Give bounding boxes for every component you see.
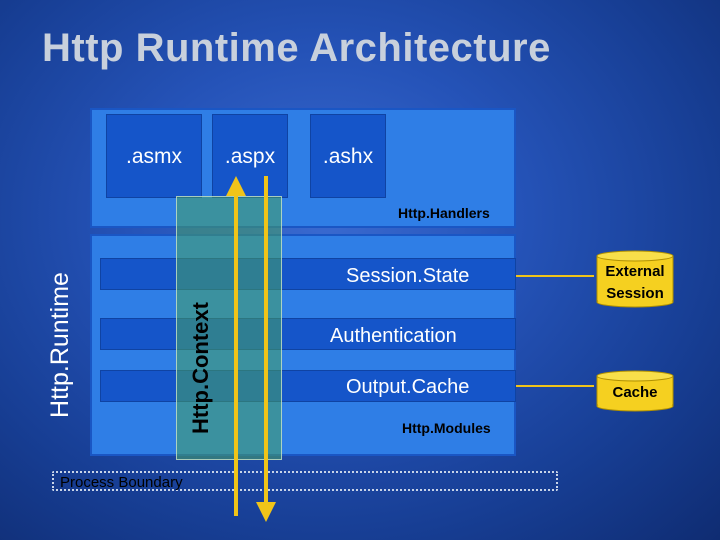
handler-asmx-label: .asmx (125, 145, 182, 168)
modules-label: Http.Modules (402, 420, 491, 436)
handler-ashx: .ashx (310, 114, 386, 198)
external-session-line2: Session (606, 285, 664, 302)
handler-aspx-label: .aspx (224, 145, 276, 168)
module-bar-output-cache (100, 370, 516, 402)
up-arrow-icon (226, 176, 246, 196)
module-bar-authentication (100, 318, 516, 350)
module-authentication: Authentication (330, 325, 457, 347)
external-session-line1: External (605, 263, 665, 280)
database-icon (596, 370, 674, 412)
cache-label: Cache (612, 384, 658, 401)
handlers-label: Http.Handlers (398, 205, 490, 221)
external-session-store: External Session (596, 250, 674, 308)
process-boundary (52, 471, 558, 491)
slide-title: Http Runtime Architecture (42, 26, 551, 70)
handler-aspx: .aspx (212, 114, 288, 198)
down-arrow-icon (256, 502, 276, 522)
database-icon (596, 250, 674, 308)
process-boundary-label: Process Boundary (60, 474, 183, 491)
handler-asmx: .asmx (106, 114, 202, 198)
module-output-cache: Output.Cache (346, 376, 470, 398)
cache-store: Cache (596, 370, 674, 412)
module-session-state: Session.State (346, 265, 470, 287)
handler-ashx-label: .ashx (322, 145, 374, 168)
module-bar-session-state (100, 258, 516, 290)
